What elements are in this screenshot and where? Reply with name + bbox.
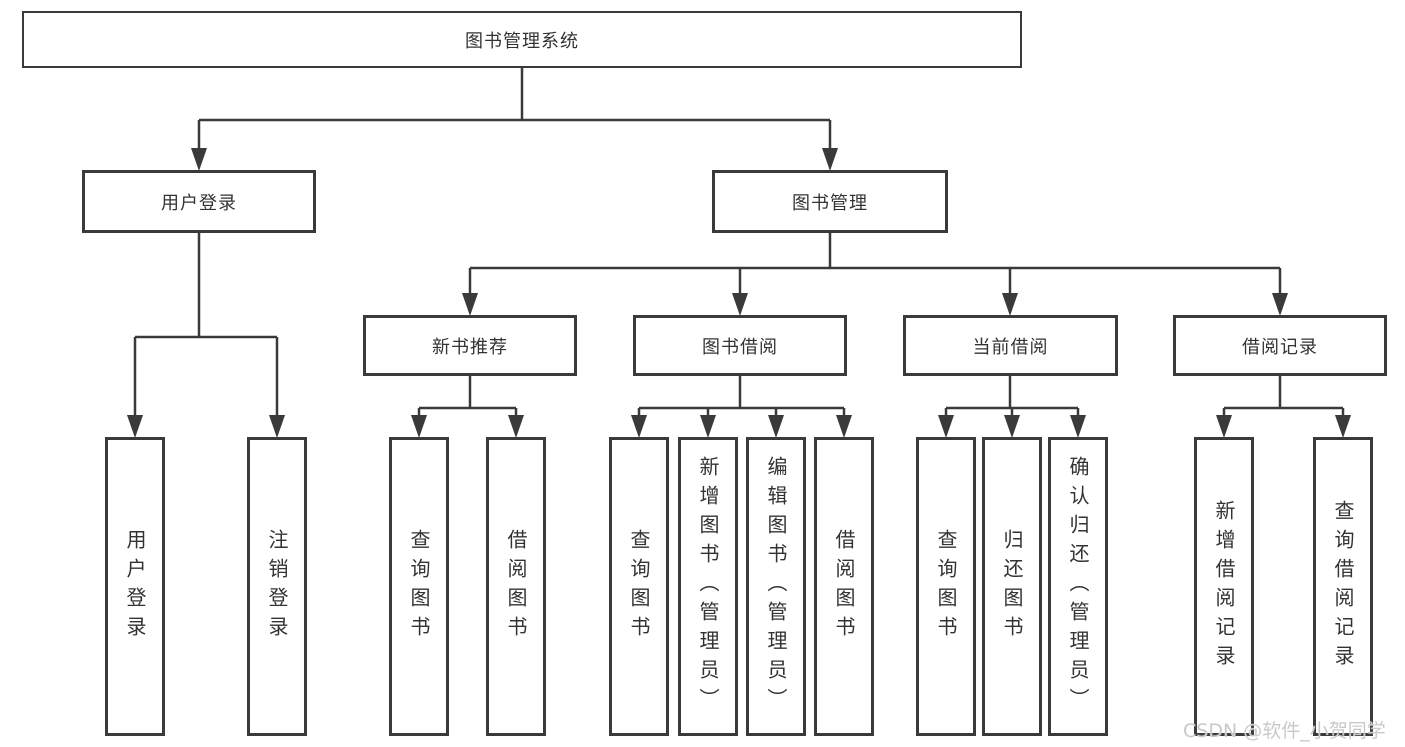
leaf-query-borrow-record: 查询借阅记录 (1313, 437, 1373, 736)
node-user-login-label: 用户登录 (161, 192, 237, 214)
leaf-edit-book-admin-label: 编辑图书（管理员） (764, 456, 788, 717)
leaf-query-books-current-label: 查询图书 (934, 528, 958, 645)
leaf-borrow-books-borrowing: 借阅图书 (814, 437, 874, 736)
node-library-system-label: 图书管理系统 (465, 30, 579, 52)
leaf-logout: 注销登录 (247, 437, 307, 736)
node-new-book-recommend: 新书推荐 (363, 315, 577, 376)
leaf-user-login-label: 用户登录 (123, 528, 147, 645)
leaf-add-borrow-record-label: 新增借阅记录 (1212, 499, 1236, 674)
node-new-book-recommend-label: 新书推荐 (432, 336, 508, 358)
leaf-user-login: 用户登录 (105, 437, 165, 736)
node-book-borrowing-label: 图书借阅 (702, 336, 778, 358)
leaf-query-books-recommend: 查询图书 (389, 437, 449, 736)
node-current-borrowing: 当前借阅 (903, 315, 1118, 376)
leaf-query-borrow-record-label: 查询借阅记录 (1331, 499, 1355, 674)
leaf-query-books-borrowing: 查询图书 (609, 437, 669, 736)
leaf-return-books-label: 归还图书 (1000, 528, 1024, 645)
leaf-query-books-recommend-label: 查询图书 (407, 528, 431, 645)
leaf-logout-label: 注销登录 (265, 528, 289, 645)
arrowheads (127, 148, 1351, 438)
node-book-borrowing: 图书借阅 (633, 315, 847, 376)
leaf-add-book-admin-label: 新增图书（管理员） (696, 456, 720, 717)
leaf-query-books-current: 查询图书 (916, 437, 976, 736)
leaf-add-borrow-record: 新增借阅记录 (1194, 437, 1254, 736)
node-book-management-label: 图书管理 (792, 192, 868, 214)
leaf-add-book-admin: 新增图书（管理员） (678, 437, 738, 736)
leaf-query-books-borrowing-label: 查询图书 (627, 528, 651, 645)
leaf-borrow-books-recommend: 借阅图书 (486, 437, 546, 736)
leaf-confirm-return-admin: 确认归还（管理员） (1048, 437, 1108, 736)
leaf-confirm-return-admin-label: 确认归还（管理员） (1066, 456, 1090, 717)
node-user-login: 用户登录 (82, 170, 316, 233)
leaf-return-books: 归还图书 (982, 437, 1042, 736)
node-current-borrowing-label: 当前借阅 (972, 336, 1049, 358)
node-borrowing-records-label: 借阅记录 (1242, 336, 1318, 358)
node-book-management: 图书管理 (712, 170, 948, 233)
leaf-borrow-books-borrowing-label: 借阅图书 (832, 528, 856, 645)
node-borrowing-records: 借阅记录 (1173, 315, 1387, 376)
leaf-edit-book-admin: 编辑图书（管理员） (746, 437, 806, 736)
leaf-borrow-books-recommend-label: 借阅图书 (504, 528, 528, 645)
node-library-system: 图书管理系统 (22, 11, 1022, 68)
csdn-watermark: CSDN @软件_小贺同学 (1183, 720, 1386, 742)
